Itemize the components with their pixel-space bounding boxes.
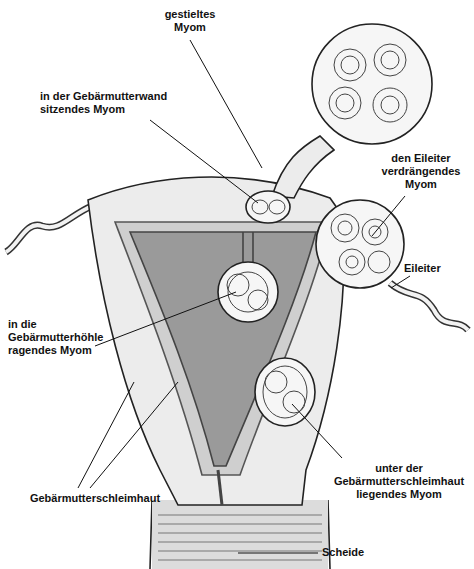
part-label: unter der Gebärmutterschleimhaut liegend…: [328, 462, 470, 501]
part-label: Gebärmutterschleimhaut: [20, 492, 170, 505]
part-label: gestieltes Myom: [150, 8, 230, 34]
part-label: in der Gebärmutterwand sitzendes Myom: [40, 90, 190, 116]
part-label: den Eileiter verdrängendes Myom: [372, 152, 470, 191]
part-label: in die Gebärmutterhöhle ragendes Myom: [8, 318, 116, 357]
part-label: Eileiter: [404, 262, 470, 275]
part-label: Scheide: [322, 546, 402, 559]
